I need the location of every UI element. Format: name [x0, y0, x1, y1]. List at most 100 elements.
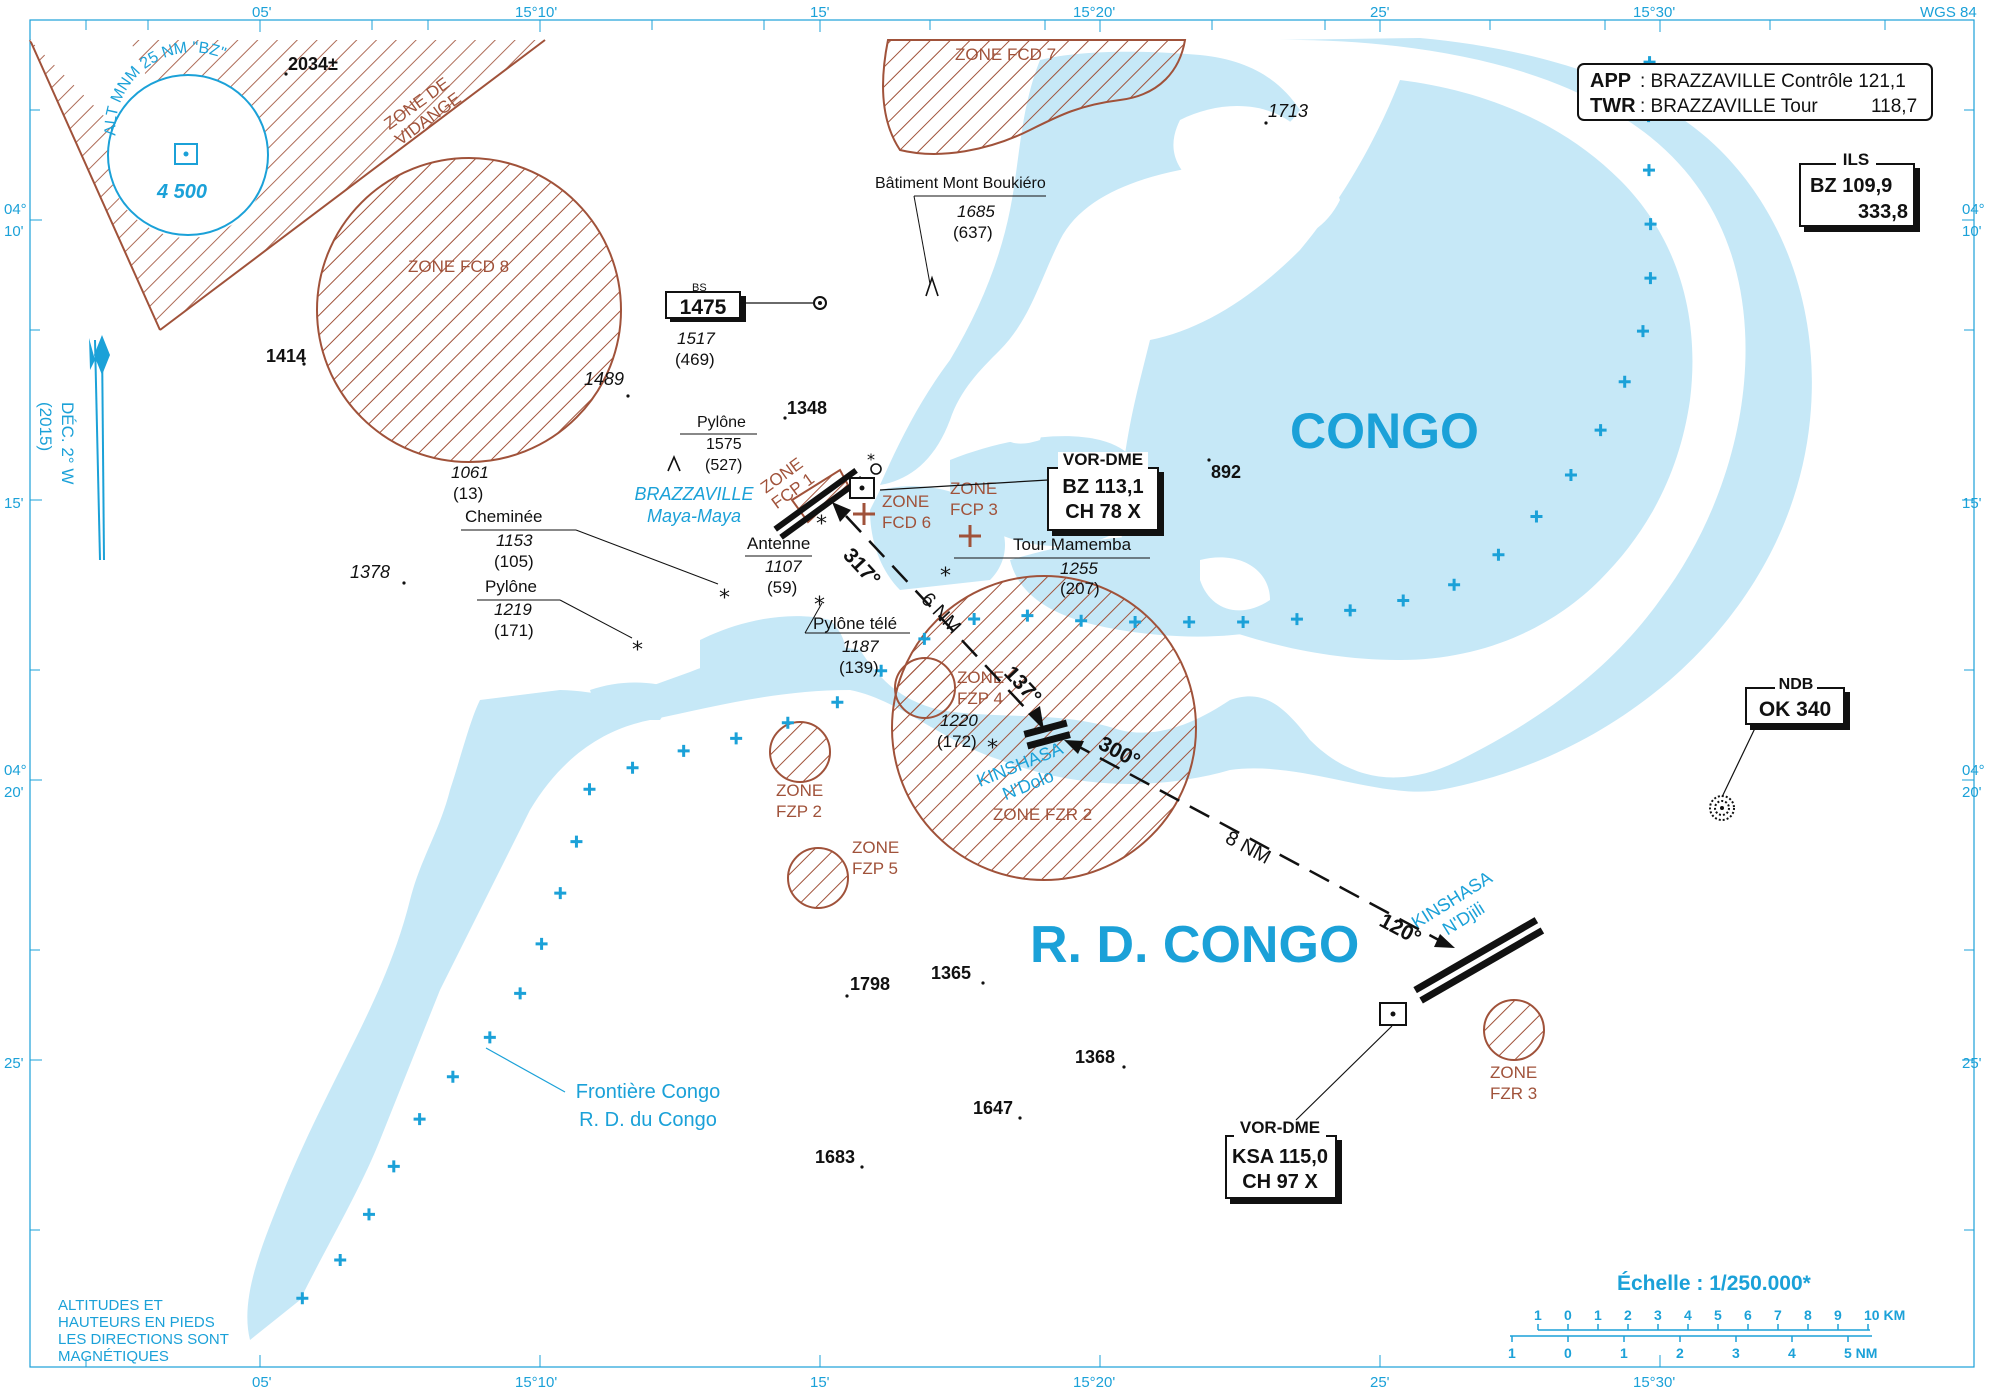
grid-labels: 05' 15°10' 15' 15°20' 25' 15°30' WGS 84 … — [4, 4, 1985, 1391]
tour-name: Tour Mamemba — [1013, 535, 1132, 554]
boukiero-name: Bâtiment Mont Boukiéro — [875, 175, 1046, 192]
declination-arrow: DÉC. 2° W(2015) — [36, 335, 110, 561]
obstacle-bs: BS 1475 — [665, 282, 827, 322]
tick-right-04b: 04° — [1962, 762, 1985, 779]
scale-km-label: 5 — [1714, 1307, 1722, 1323]
border-cross-mark — [831, 696, 844, 709]
tick-bottom-1530: 15°30' — [1633, 1374, 1675, 1391]
border-cross-mark — [554, 887, 567, 900]
spot-1683: 1683 — [815, 1147, 855, 1167]
ils-box: ILS BZ 109,9 333,8 — [1799, 150, 1920, 232]
grid-tick-marks — [30, 20, 1974, 1367]
vor-bz-box: VOR-DME BZ 113,1 CH 78 X — [879, 450, 1164, 536]
spot-1414: 1414 — [266, 346, 306, 366]
tick-top-1530: 15°30' — [1633, 4, 1675, 21]
antenne-obst: ⁎ — [816, 504, 827, 529]
border-cross-mark — [1448, 578, 1461, 591]
border-cross-mark — [677, 744, 690, 757]
vor-ksa-line2: CH 97 X — [1242, 1171, 1318, 1193]
obstacle-antenne: Antenne ⁎ 1107 (59) — [745, 504, 827, 597]
ndb-line1: OK 340 — [1759, 698, 1831, 721]
border-label-leader — [485, 1047, 566, 1093]
scale-km-label: 1 — [1594, 1307, 1602, 1323]
pylone2-name: Pylône — [485, 577, 537, 596]
pylonetele-alt: 1187 — [842, 637, 879, 656]
runway-ndjili — [1413, 917, 1545, 1004]
border-cross-mark — [334, 1254, 347, 1267]
spot-1647: 1647 — [973, 1098, 1013, 1118]
border-cross-mark — [1636, 325, 1649, 338]
scale-nm-label: 0 — [1564, 1345, 1572, 1361]
obstacle-1061: 1061 (13) — [451, 463, 489, 503]
pylone1-alt: 1575 — [706, 436, 742, 453]
border-cross-mark — [1564, 469, 1577, 482]
boukiero-alt: 1685 — [957, 202, 995, 221]
tick-top-15: 15' — [810, 4, 830, 21]
spot-1798: 1798 — [850, 974, 890, 994]
scale-km-label: 4 — [1684, 1307, 1692, 1323]
arrow-317 — [832, 502, 851, 522]
border-cross-mark — [968, 612, 981, 625]
vor-bz-title: VOR-DME — [1063, 450, 1143, 469]
border-cross-mark — [1183, 616, 1196, 628]
border-cross-mark — [570, 835, 583, 848]
tick-left-10: 10' — [4, 223, 24, 240]
border-cross-mark — [514, 987, 527, 1000]
track-ndolo-ndjili — [1069, 740, 1449, 947]
zone-fcd8-label: ZONE FCD 8 — [408, 257, 509, 276]
border-cross-mark — [1129, 616, 1142, 628]
border-cross-mark — [781, 716, 794, 729]
scale-km-label: 10 KM — [1864, 1307, 1905, 1323]
border-cross-mark — [1021, 609, 1034, 622]
border-cross-mark — [413, 1113, 426, 1126]
scale-km-label: 2 — [1624, 1307, 1632, 1323]
tick-left-04: 04° — [4, 201, 27, 218]
tick-right-10: 10' — [1962, 223, 1982, 240]
border-cross-mark — [1644, 272, 1657, 285]
border-cross-mark — [296, 1292, 309, 1305]
border-cross-mark — [1344, 604, 1357, 617]
cheminee-obst: ⁎ — [719, 578, 730, 603]
wgs84-label: WGS 84 — [1920, 4, 1977, 21]
pylonetele-obst: ⁎ — [814, 585, 825, 610]
obstacle-1220: 1220 (172) ⁎ — [937, 711, 998, 753]
tour-alt: 1255 — [1060, 559, 1098, 578]
zone-fcd7 — [882, 39, 1187, 155]
pylone1-name: Pylône — [697, 414, 746, 431]
boukiero-hgt: (637) — [953, 223, 993, 242]
border-cross-mark — [446, 1070, 459, 1083]
spot-892: 892 — [1211, 462, 1241, 482]
scale-km-label: 3 — [1654, 1307, 1662, 1323]
prohibited-crosses — [853, 503, 981, 547]
scale-km-label: 8 — [1804, 1307, 1812, 1323]
pylone2-hgt: (171) — [494, 621, 534, 640]
ils-line1: BZ 109,9 — [1810, 175, 1892, 197]
bs-small: BS — [692, 282, 707, 294]
zone-fzr2-label: ZONE FZR 2 — [993, 805, 1092, 824]
tick-right-15: 15' — [1962, 495, 1982, 512]
tick-right-04: 04° — [1962, 201, 1985, 218]
tour-hgt: (207) — [1060, 579, 1100, 598]
arrow-120 — [1434, 934, 1455, 948]
pylone2-obst: ⁎ — [632, 630, 643, 655]
zone-fzp2-circle — [769, 721, 831, 783]
cheminee-hgt: (105) — [494, 552, 534, 571]
vor-bz-line2: CH 78 X — [1065, 501, 1141, 523]
spot-1378: 1378 — [350, 562, 390, 582]
o1517-alt: 1517 — [677, 329, 715, 348]
chart-frame — [29, 19, 1975, 1368]
zone-fcd8-circle — [316, 157, 622, 463]
app-text: : BRAZZAVILLE Contrôle 121,1 — [1640, 71, 1906, 92]
islands — [997, 106, 1340, 611]
ils-title: ILS — [1843, 150, 1869, 169]
pylone2-alt: 1219 — [494, 600, 532, 619]
tick-bottom-25: 25' — [1370, 1374, 1390, 1391]
track-bz-ndolo — [845, 515, 1041, 725]
zone-labels: ZONE DEVIDANGE ZONE FCD 7 ZONE FCD 8 ZON… — [381, 45, 1538, 1103]
tick-top-1510: 15°10' — [515, 4, 557, 21]
airport-ndjili: KINSHASAN'Djili — [1408, 867, 1507, 951]
